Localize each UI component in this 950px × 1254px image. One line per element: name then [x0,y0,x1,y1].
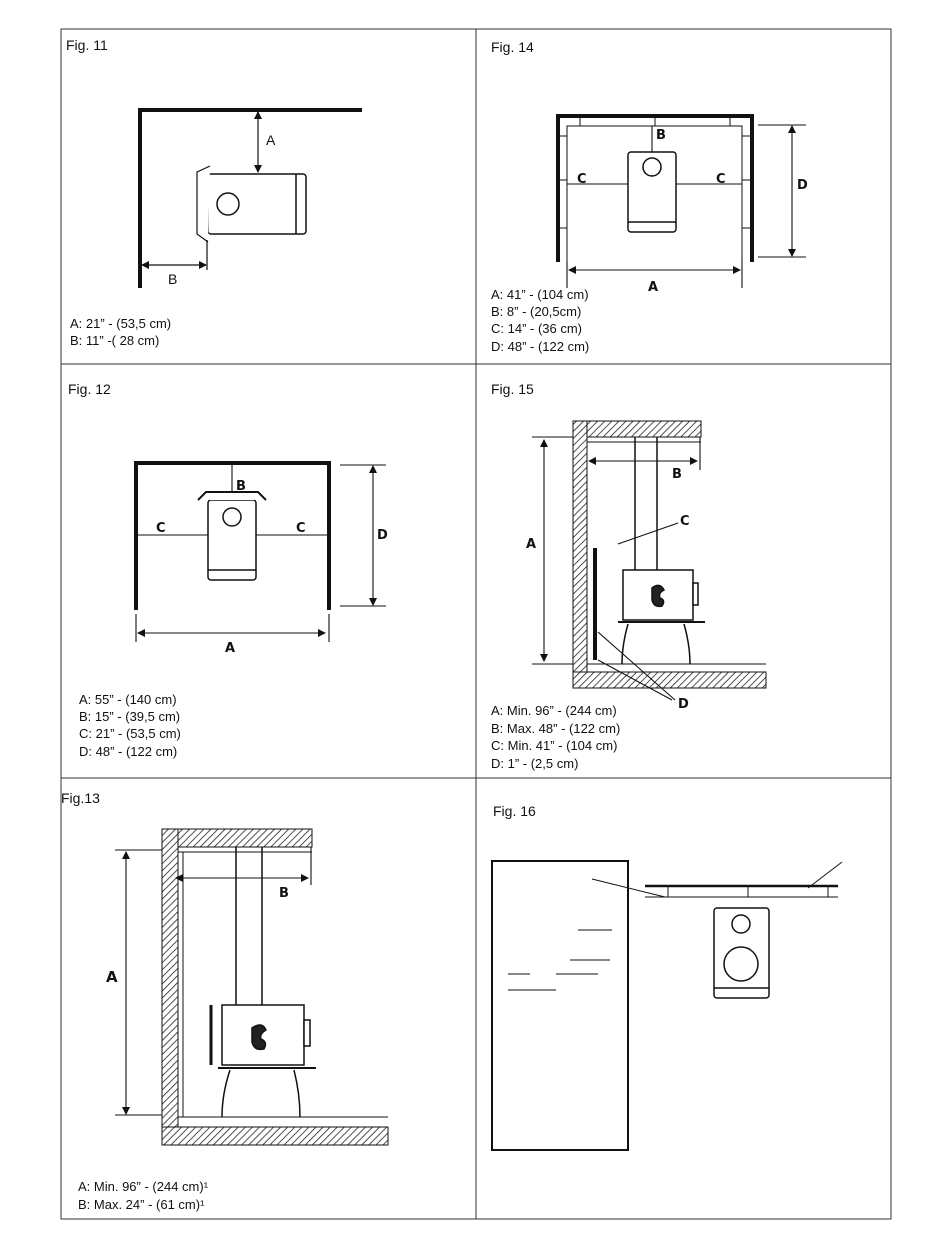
stove-top-view [196,165,307,243]
wall-panel [491,860,629,1151]
spec-b: B: 11” -( 28 cm) [70,333,159,348]
dimension-label-b: B [236,479,246,494]
corner-walls [138,108,362,288]
stove-top-view [713,907,770,999]
fig-11-title: Fig. 11 [66,37,108,53]
dimension-label-d: D [678,697,689,712]
stove-side-view [218,847,316,1118]
spec-a: A: Min. 96” - (244 cm) [491,703,617,718]
dimension-label-a: A [526,537,536,552]
floor-and-ceiling [587,441,766,665]
fig-14-title: Fig. 14 [491,39,534,55]
dimension-lines [115,847,312,1116]
dimension-lines [141,111,262,270]
stove-side-view [618,437,705,665]
spec-b: B: 8” - (20,5cm) [491,304,581,319]
dimension-label-b: B [168,271,177,287]
hatched-walls [161,828,389,1146]
dimension-label-a: A [225,641,235,656]
stove-top-view [197,491,267,581]
fig-13-title: Fig.13 [61,790,100,806]
fig-15-title: Fig. 15 [491,381,534,397]
dimension-label-a: A [648,280,658,295]
figure-11: Fig. 11 A B A: 21” - (53,5 cm) B: 11” -(… [66,37,362,348]
dimension-label-d: D [797,178,808,193]
spec-c: C: 21” - (53,5 cm) [79,726,181,741]
dimension-lines [566,124,806,288]
spec-b: B: 15” - (39,5 cm) [79,709,180,724]
spec-b: B: Max. 48” - (122 cm) [491,721,620,736]
hatched-walls [572,420,767,689]
dimension-label-c-right: C [296,521,306,536]
dimension-label-a: A [106,968,118,986]
stove-top-view [627,151,677,233]
figure-14: Fig. 14 [491,39,808,354]
wall-studs [558,116,752,262]
spec-d: D: 1” - (2,5 cm) [491,756,578,771]
spec-a: A: Min. 96” - (244 cm)¹ [78,1179,209,1194]
dimension-label-c-left: C [577,172,587,187]
dimension-lines [532,436,701,701]
fig-12-title: Fig. 12 [68,381,111,397]
spec-d: D: 48” - (122 cm) [491,339,589,354]
dimension-label-b: B [279,886,289,901]
spec-c: C: Min. 41” - (104 cm) [491,738,617,753]
dimension-label-a: A [266,132,276,148]
floor-and-ceiling [178,851,388,1118]
spec-d: D: 48” - (122 cm) [79,744,177,759]
page-grid [60,28,892,1220]
spec-a: A: 41” - (104 cm) [491,287,589,302]
spec-a: A: 55” - (140 cm) [79,692,177,707]
alcove-walls [134,461,331,610]
dimension-label-d: D [377,528,388,543]
figure-12: Fig. 12 B C C A D A: 55” - (140 cm) B: 1… [68,381,388,759]
panel-marks [508,878,666,991]
fig-16-title: Fig. 16 [493,803,536,819]
figure-13: Fig.13 [61,790,389,1212]
spec-c: C: 14” - (36 cm) [491,321,582,336]
figure-15: Fig. 15 [491,381,767,771]
dimension-label-c: C [680,514,690,529]
dimension-label-b: B [672,467,682,482]
figure-16: Fig. 16 [491,803,843,1151]
spec-b: B: Max. 24” - (61 cm)¹ [78,1197,205,1212]
dimension-lines [135,464,386,642]
spec-a: A: 21” - (53,5 cm) [70,316,171,331]
dimension-label-b: B [656,128,666,143]
wall-strip [645,861,843,898]
dimension-label-c-right: C [716,172,726,187]
dimension-label-c-left: C [156,521,166,536]
